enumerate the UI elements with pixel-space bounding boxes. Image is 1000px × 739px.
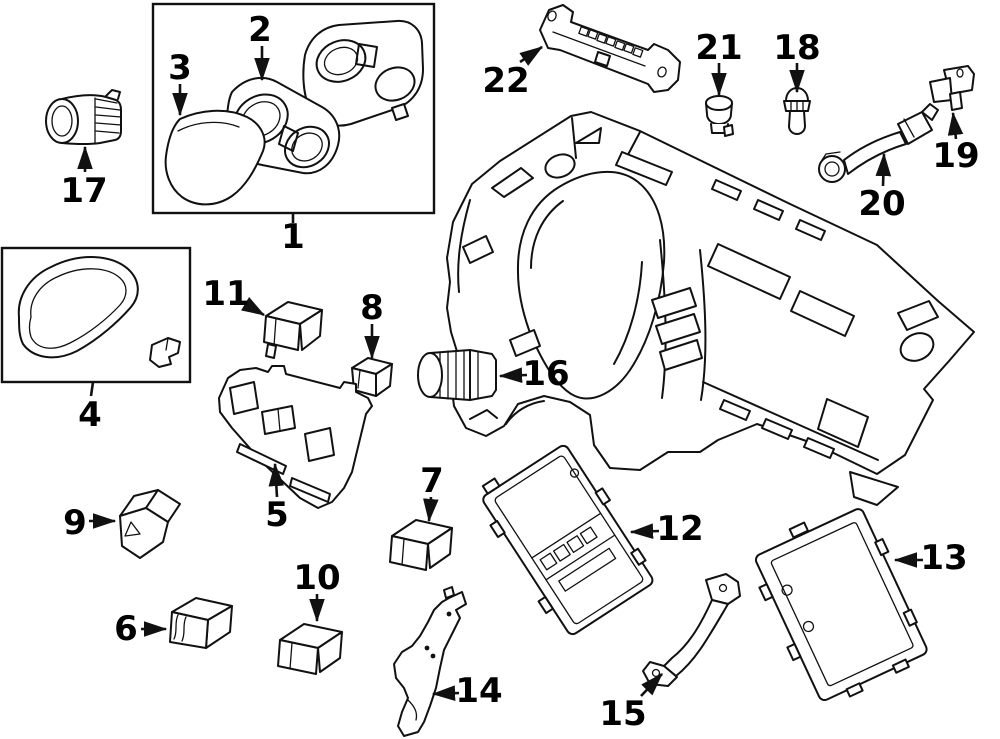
callout-arrow-11: [241, 296, 266, 317]
part-19-sensor: [929, 65, 975, 111]
part-8-switch: [351, 357, 393, 397]
leader-line-4: [89, 381, 95, 397]
part-16-knob: [417, 349, 497, 401]
callout-arrow-14: [431, 685, 460, 701]
part-17-socket: [45, 89, 122, 146]
part-18-bulb-socket: [783, 87, 811, 135]
callout-label-8: 8: [360, 288, 384, 328]
callout-label-22: 22: [482, 61, 529, 101]
part-22-control-unit: [539, 4, 681, 93]
callout-arrow-16: [498, 367, 528, 383]
assembly-box-1: [151, 2, 436, 215]
callout-arrows: [77, 45, 964, 701]
part-10-switch: [277, 623, 343, 675]
callout-label-15: 15: [599, 694, 646, 734]
callout-label-9: 9: [63, 503, 87, 543]
callout-arrow-22: [519, 45, 544, 66]
part-20-harness: [818, 103, 939, 183]
callout-label-19: 19: [932, 136, 979, 176]
callout-label-16: 16: [522, 354, 569, 394]
callout-label-21: 21: [695, 28, 742, 68]
callout-label-5: 5: [265, 495, 289, 535]
part-11-switch: [263, 301, 323, 359]
part-5-cluster-trim: [218, 365, 373, 509]
callout-label-10: 10: [293, 558, 340, 598]
part-7-switch: [389, 519, 453, 571]
callout-labels: 1 2 3 4 5 6 7 8 9 10 11 12 13 14 15 16 1…: [60, 10, 979, 734]
callout-label-1: 1: [281, 217, 305, 257]
callout-arrow-15: [640, 673, 663, 697]
callout-arrow-5: [268, 462, 285, 498]
callout-label-18: 18: [773, 28, 820, 68]
callout-label-14: 14: [455, 671, 502, 711]
callout-arrow-19: [947, 111, 964, 140]
cluster-rear-housing: [302, 19, 424, 127]
part-3-cluster-lens: [164, 109, 266, 206]
part-6-switch: [169, 597, 233, 649]
part-14-bracket: [393, 586, 467, 737]
callout-label-7: 7: [420, 461, 444, 501]
callout-label-12: 12: [656, 509, 703, 549]
callout-label-3: 3: [168, 48, 192, 88]
callout-arrow-12: [629, 523, 660, 540]
part-13-display-unit: [754, 508, 928, 702]
part-9-hazard-switch: [119, 489, 181, 559]
callout-label-20: 20: [858, 184, 905, 224]
callout-label-17: 17: [60, 171, 107, 211]
callout-arrow-7: [423, 496, 439, 523]
part-4-hood-visor: [17, 256, 181, 368]
part-15-bracket: [642, 573, 741, 687]
callout-label-2: 2: [248, 10, 272, 50]
part-12-control-panel: [481, 444, 654, 636]
callout-label-6: 6: [114, 609, 138, 649]
assembly-box-4: [0, 246, 192, 384]
callout-arrow-20: [875, 152, 892, 187]
part-21-bulb-socket: [705, 95, 734, 137]
part-dashboard-body: [446, 111, 975, 506]
callout-label-4: 4: [78, 395, 102, 435]
callout-label-13: 13: [920, 538, 967, 578]
callout-label-11: 11: [202, 274, 249, 314]
